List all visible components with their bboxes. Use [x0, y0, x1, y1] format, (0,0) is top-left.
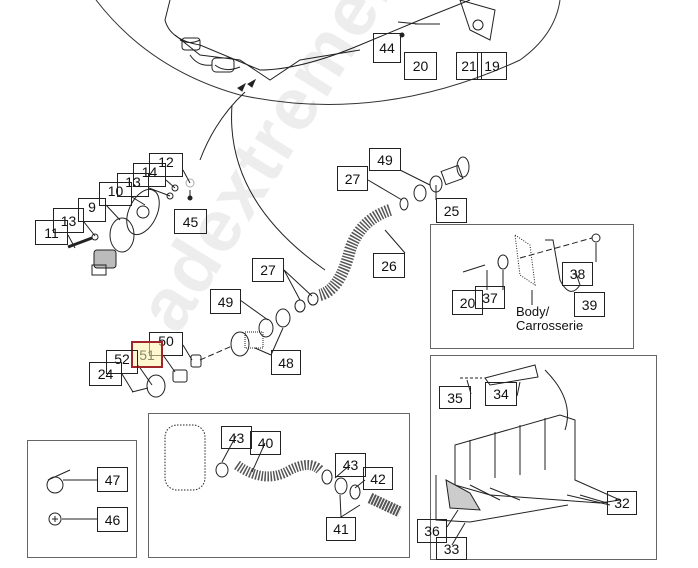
callout-43b[interactable]: 43: [335, 453, 366, 477]
callout-19[interactable]: 19: [477, 52, 507, 80]
callout-27b[interactable]: 27: [252, 258, 284, 282]
drain-plug-illustration: [67, 178, 195, 276]
callout-12[interactable]: 12: [149, 153, 183, 177]
callout-27[interactable]: 27: [337, 166, 368, 191]
rack-panel: [430, 355, 657, 560]
callout-34[interactable]: 34: [485, 382, 517, 406]
callout-37[interactable]: 37: [475, 286, 505, 309]
callout-14[interactable]: 14: [133, 163, 166, 187]
callout-32[interactable]: 32: [607, 491, 637, 515]
leader-lines: [67, 169, 608, 546]
callout-46[interactable]: 46: [97, 507, 128, 532]
pump-panel: [148, 413, 410, 558]
callout-48[interactable]: 48: [271, 350, 301, 375]
callout-11[interactable]: 11: [35, 220, 68, 245]
clips-illustration: [46, 469, 97, 526]
callout-45[interactable]: 45: [174, 209, 207, 234]
body-note-line-1: Body/: [516, 304, 550, 319]
callout-39[interactable]: 39: [574, 292, 605, 317]
callout-9[interactable]: 9: [78, 198, 106, 222]
callout-42[interactable]: 42: [363, 467, 393, 490]
callout-49[interactable]: 49: [369, 148, 401, 171]
callout-41[interactable]: 41: [326, 517, 356, 541]
callout-44[interactable]: 44: [373, 33, 401, 63]
callout-26[interactable]: 26: [373, 253, 405, 278]
callout-35[interactable]: 35: [439, 386, 471, 409]
bracket-illustration: [462, 233, 601, 305]
callout-24[interactable]: 24: [89, 362, 122, 386]
pump-hose-illustration: [164, 424, 403, 517]
callout-49b[interactable]: 49: [210, 289, 241, 314]
callout-21[interactable]: 21: [456, 52, 482, 80]
callout-40[interactable]: 40: [250, 431, 281, 455]
callout-51-highlighted[interactable]: 51: [131, 341, 163, 368]
body-note-line-2: Carrosserie: [516, 318, 584, 333]
callout-20[interactable]: 20: [404, 52, 437, 80]
clips-panel: [27, 440, 137, 558]
callout-33[interactable]: 33: [436, 537, 467, 560]
callout-20b[interactable]: 20: [452, 290, 483, 315]
callout-13[interactable]: 13: [117, 173, 149, 197]
callout-43[interactable]: 43: [221, 426, 252, 449]
callout-47[interactable]: 47: [97, 467, 128, 492]
rack-illustration: [435, 364, 622, 523]
callout-36[interactable]: 36: [417, 519, 447, 543]
hull-illustration: [95, 0, 561, 105]
callout-38[interactable]: 38: [562, 262, 593, 286]
callout-25[interactable]: 25: [436, 198, 467, 223]
callout-10[interactable]: 10: [99, 182, 132, 206]
body-bracket-panel: [430, 224, 634, 349]
body-note: Body/ Carrosserie: [516, 305, 583, 333]
